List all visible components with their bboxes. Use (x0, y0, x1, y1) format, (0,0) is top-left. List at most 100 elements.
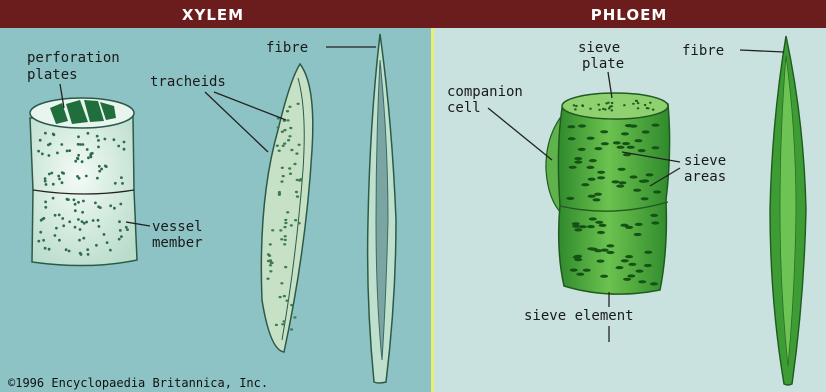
sieve-area (620, 224, 628, 227)
vessel-pit (45, 183, 48, 186)
sieve-plate-pore (581, 104, 584, 106)
sieve-area (574, 161, 582, 164)
sieve-area (588, 195, 596, 198)
vessel-pit (67, 198, 70, 201)
tracheid-pit (279, 296, 282, 298)
tracheid-pit (278, 191, 281, 193)
vessel-pit (95, 244, 98, 247)
vessel-pit (44, 201, 47, 204)
tracheid-pit (290, 328, 293, 330)
tracheid-pit (284, 235, 287, 237)
tracheid-pit (288, 167, 291, 169)
sieve-plate-pore (611, 109, 614, 111)
label-sieve-areas-2: areas (684, 169, 726, 185)
label-fibre-phloem: fibre (682, 43, 724, 59)
sieve-area (583, 269, 591, 272)
vessel-pit (81, 220, 84, 223)
sieve-area (641, 197, 649, 200)
sieve-area (597, 171, 605, 174)
tracheid-pit (270, 262, 273, 264)
sieve-plate-pore (611, 102, 614, 104)
vessel-pit (52, 197, 55, 200)
tracheid-pit (295, 191, 298, 193)
tracheid-pit (296, 179, 299, 181)
label-companion: companion (447, 84, 523, 100)
tracheid-pit (281, 323, 284, 325)
vessel-pit (49, 143, 52, 146)
sieve-area (629, 125, 637, 128)
sieve-plate-pore (605, 102, 608, 104)
vessel-pit (42, 239, 45, 242)
sieve-area (568, 137, 576, 140)
tracheid-pit (269, 270, 272, 272)
vessel-pit (98, 170, 101, 173)
vessel-pit (74, 160, 77, 163)
vessel-pit (117, 145, 120, 148)
tracheid-pit (275, 324, 278, 326)
sieve-area (619, 181, 627, 184)
vessel-pit (82, 143, 85, 146)
sieve-area (576, 273, 584, 276)
tracheid-pit (267, 260, 270, 262)
sieve-area (599, 224, 607, 227)
vessel-pit (79, 143, 82, 146)
vessel-pit (97, 219, 100, 222)
tracheid-pit (290, 304, 293, 306)
vessel-pit (74, 226, 77, 229)
vessel-pit (48, 248, 51, 251)
sieve-area (627, 274, 635, 277)
vessel-pit (76, 157, 79, 160)
sieve-plate-pore (652, 109, 655, 111)
sieve-area (627, 146, 635, 149)
sieve-area (641, 179, 649, 182)
vessel-pit (55, 227, 58, 230)
tracheid-pit (288, 106, 291, 108)
tracheid-pit (286, 300, 289, 302)
vessel-pit (83, 222, 86, 225)
sieve-area (612, 180, 620, 183)
sieve-area (634, 139, 642, 142)
label-perforation: perforation (27, 50, 120, 66)
sieve-area (587, 247, 595, 250)
vessel-pit (113, 138, 116, 141)
sieve-area (597, 231, 605, 234)
vessel-pit (85, 175, 88, 178)
sieve-area (616, 185, 624, 188)
tracheid-pit (280, 282, 283, 284)
sieve-plate-pore (589, 108, 592, 110)
sieve-area (572, 222, 580, 225)
vessel-pit (61, 171, 64, 174)
vessel-pit (58, 178, 61, 181)
vessel-pit (41, 153, 44, 156)
vessel-pit (68, 220, 71, 223)
sieve-plate-pore (637, 102, 640, 104)
sieve-area (618, 168, 626, 171)
label-cell: cell (447, 100, 481, 116)
tracheid-pit (287, 139, 290, 141)
tracheid-pit (276, 145, 279, 147)
vessel-pit (99, 206, 102, 209)
sieve-area (597, 176, 605, 179)
sieve-area (574, 157, 582, 160)
tracheid-pit (293, 316, 296, 318)
vessel-pit (68, 250, 71, 253)
label-member: member (152, 235, 203, 251)
vessel-pit (125, 226, 128, 229)
vessel-pit (81, 160, 84, 163)
label-sieve-plate-2: plate (582, 56, 624, 72)
vessel-pit (52, 183, 55, 186)
tracheid-pit (269, 264, 272, 266)
sieve-area (594, 193, 602, 196)
xylem-header: XYLEM (182, 6, 244, 24)
tracheid-pit (289, 127, 292, 129)
vessel-pit (100, 168, 103, 171)
tracheid-pit (298, 222, 301, 224)
vessel-pit (48, 154, 51, 157)
vessel-pit (37, 150, 40, 153)
vessel-pit (120, 235, 123, 238)
vessel-pit (61, 181, 64, 184)
vessel-pit (48, 173, 51, 176)
tracheid-pit (295, 152, 298, 154)
label-fibre-xylem: fibre (266, 40, 308, 56)
vessel-pit (119, 229, 122, 232)
